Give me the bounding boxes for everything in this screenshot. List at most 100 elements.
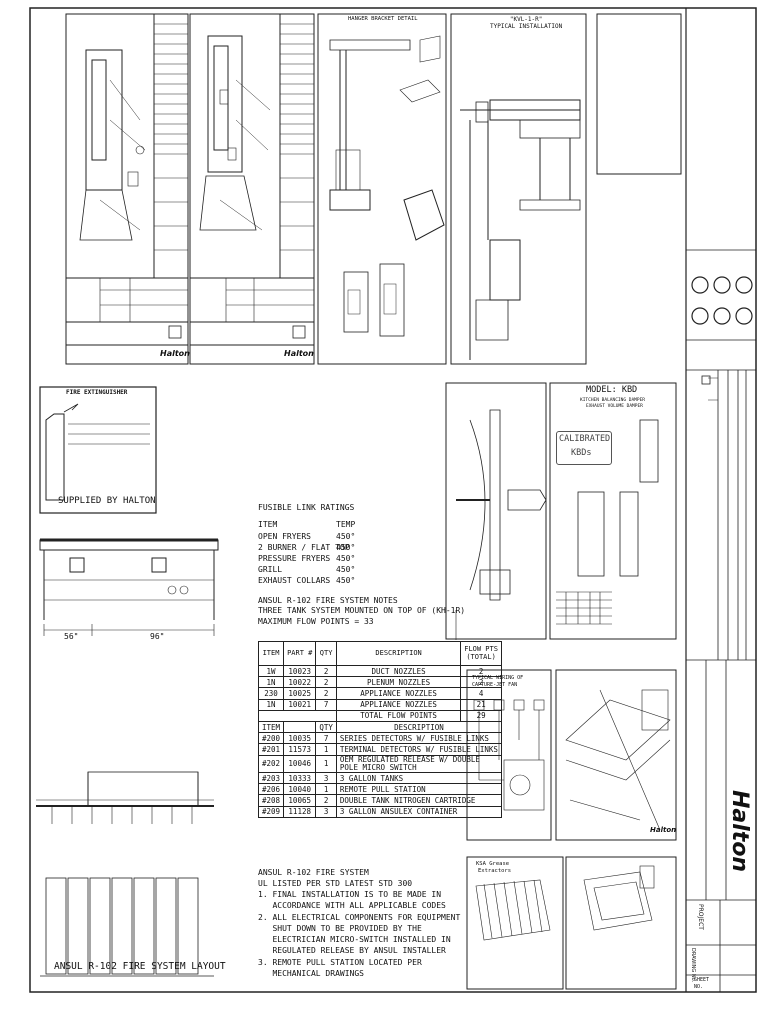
listing-note-line-2: UL LISTED PER STD LATEST STD 300	[258, 879, 413, 888]
plan-dimension-right: 96"	[150, 632, 165, 641]
component-description: DOUBLE TANK NITROGEN CARTRIDGE	[335, 794, 502, 807]
table-row: #201 11573 1 TERMINAL DETECTORS W/ FUSIB…	[257, 743, 502, 756]
components-header-description: DESCRIPTION	[335, 720, 502, 734]
title-block-sheet-no-label: NO.	[694, 984, 704, 990]
parts-header-item: ITEM	[257, 641, 285, 666]
component-item: #200	[257, 732, 285, 745]
fusible-link-item-3: PRESSURE FRYERS	[258, 554, 331, 563]
title-block-sheet-label: SHEET	[694, 977, 710, 983]
kga-title-2: Extractors	[478, 868, 512, 874]
nozzle-part: 10021	[283, 698, 317, 711]
kbd-model-label: MODEL: KBD	[586, 385, 638, 395]
component-item: #203	[257, 771, 285, 785]
total-flow-label: TOTAL FLOW POINTS	[335, 709, 462, 722]
table-row: 1N 10021 7 APPLIANCE NOZZLES 21	[257, 698, 502, 711]
component-item: #209	[257, 805, 285, 818]
parts-header-qty: QTY	[315, 641, 337, 666]
component-part: 10333	[283, 771, 317, 785]
kga-title: KSA Grease	[476, 861, 510, 867]
fusible-link-title: FUSIBLE LINK RATINGS	[258, 503, 355, 512]
listing-note-line-1: ANSUL R-102 FIRE SYSTEM	[258, 868, 369, 877]
nozzle-description: PLENUM NOZZLES	[335, 676, 462, 689]
fusible-link-col-temp: TEMP	[336, 520, 356, 529]
layout-title: ANSUL R-102 FIRE SYSTEM LAYOUT	[54, 961, 226, 972]
listing-note-2d: REGULATED RELEASE BY ANSUL INSTALLER	[258, 946, 446, 955]
component-qty: 1	[315, 783, 337, 796]
nozzle-item: 1N	[257, 676, 285, 689]
hanger-detail-title: HANGER BRACKET DETAIL	[348, 16, 418, 22]
component-qty: 3	[315, 771, 337, 785]
listing-note-2b: SHUT DOWN TO BE PROVIDED BY THE	[258, 924, 422, 933]
components-header-qty: QTY	[315, 720, 337, 734]
parts-header-flow-1: FLOW PTS	[464, 645, 498, 654]
component-part: 10046	[283, 754, 317, 773]
component-part: 11128	[283, 805, 317, 818]
nozzle-qty: 2	[315, 676, 337, 689]
component-part: 10040	[283, 783, 317, 796]
component-description: OEM REGULATED RELEASE W/ DOUBLE POLE MIC…	[335, 754, 502, 773]
total-spacer	[258, 709, 337, 722]
component-qty: 1	[315, 754, 337, 773]
title-block-project-label: PROJECT	[697, 904, 704, 930]
nozzle-item: 230	[257, 687, 285, 700]
fusible-link-temp-4: 450°	[336, 565, 356, 574]
kbd-sub-label-2: EXHAUST VOLUME DAMPER	[586, 404, 643, 409]
typical-installation-line-2: TYPICAL INSTALLATION	[490, 22, 563, 30]
fusible-link-item-4: GRILL	[258, 565, 283, 574]
nozzle-description: APPLIANCE NOZZLES	[335, 698, 462, 711]
total-flow-value: 29	[460, 709, 502, 722]
calibrated-label: CALIBRATED	[559, 434, 611, 444]
nozzle-flow: 21	[460, 698, 502, 711]
nozzle-qty: 2	[315, 664, 337, 678]
fusible-link-item-1: OPEN FRYERS	[258, 532, 311, 541]
typical-installation-line-1: "KVL-1-R"	[509, 16, 543, 23]
typical-installation-title: "KVL-1-R" TYPICAL INSTALLATION	[490, 16, 563, 31]
component-part: 10065	[283, 794, 317, 807]
parts-header-flow: FLOW PTS (TOTAL)	[460, 641, 502, 666]
system-notes-line-3: MAXIMUM FLOW POINTS = 33	[258, 617, 374, 626]
component-description: TERMINAL DETECTORS W/ FUSIBLE LINKS	[335, 743, 502, 756]
fusible-link-temp-3: 450°	[336, 554, 356, 563]
nozzle-description: APPLIANCE NOZZLES	[335, 687, 462, 700]
table-row: 230 10025 2 APPLIANCE NOZZLES 4	[257, 687, 502, 700]
plan-dimension-left: 56"	[64, 632, 79, 641]
fusible-link-temp-5: 450°	[336, 576, 356, 585]
listing-note-3a: 3. REMOTE PULL STATION LOCATED PER	[258, 958, 422, 967]
parts-header-part: PART #	[283, 641, 317, 666]
halton-logo-panel-1: Halton	[160, 349, 190, 358]
nozzle-qty: 2	[315, 687, 337, 700]
system-notes-line-1: ANSUL R-102 FIRE SYSTEM NOTES	[258, 596, 398, 605]
component-qty: 7	[315, 732, 337, 745]
parts-table: ITEM PART # QTY DESCRIPTION FLOW PTS (TO…	[257, 641, 502, 818]
listing-note-3b: MECHANICAL DRAWINGS	[258, 969, 364, 978]
table-row: 1N 10022 2 PLENUM NOZZLES 2	[257, 676, 502, 689]
parts-header-flow-2: (TOTAL)	[466, 652, 496, 661]
component-item: #202	[257, 754, 285, 773]
component-part: 10035	[283, 732, 317, 745]
nozzle-part: 10023	[283, 664, 317, 678]
table-row: #209 11128 3 3 GALLON ANSULEX CONTAINER	[257, 805, 502, 818]
fusible-link-temp-1: 450°	[336, 532, 356, 541]
components-header-item: ITEM	[257, 720, 285, 734]
component-description: 3 GALLON ANSULEX CONTAINER	[335, 805, 502, 818]
nozzle-qty: 7	[315, 698, 337, 711]
fusible-link-temp-2: 450°	[336, 543, 356, 552]
component-description: 3 GALLON TANKS	[335, 771, 502, 785]
fusible-link-col-item: ITEM	[258, 520, 278, 529]
component-item: #201	[257, 743, 285, 756]
kbd-sub-label-1: KITCHEN BALANCING DAMPER	[580, 398, 646, 403]
nozzle-part: 10025	[283, 687, 317, 700]
nozzle-item: 1N	[257, 698, 285, 711]
table-row: #208 10065 2 DOUBLE TANK NITROGEN CARTRI…	[257, 794, 502, 807]
nozzle-flow: 4	[460, 687, 502, 700]
halton-logo-wiring: Halton	[650, 826, 677, 834]
nozzle-item: 1W	[257, 664, 285, 678]
table-row: 1W 10023 2 DUCT NOZZLES 2	[257, 664, 502, 678]
component-part: 11573	[283, 743, 317, 756]
extinguisher-header: FIRE EXTINGUISHER	[66, 389, 128, 396]
kbds-label: KBDs	[571, 448, 592, 458]
listing-note-2c: ELECTRICIAN MICRO-SWITCH INSTALLED IN	[258, 935, 451, 944]
nozzle-part: 10022	[283, 676, 317, 689]
nozzle-description: DUCT NOZZLES	[335, 664, 462, 678]
